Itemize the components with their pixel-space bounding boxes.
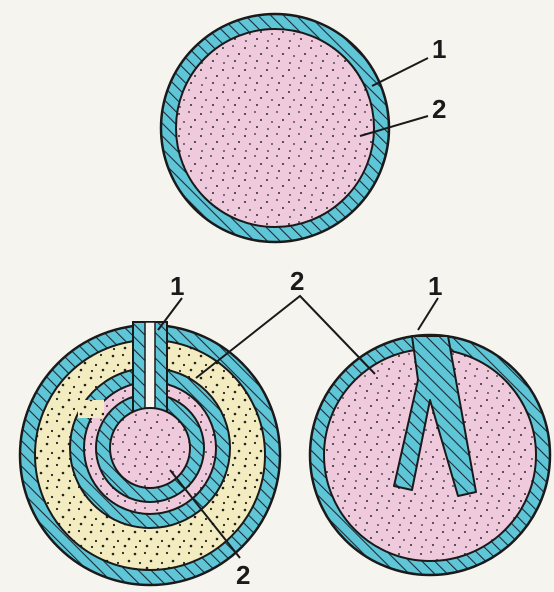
leader-left-membrane (158, 298, 182, 330)
left-cell (20, 322, 280, 585)
left-cell-channel-lumen (145, 322, 155, 418)
label-left-membrane: 1 (170, 271, 184, 301)
label-top-membrane: 1 (432, 34, 446, 64)
right-cell (310, 335, 550, 575)
leader-right-membrane (418, 298, 438, 330)
label-left-inner-content: 2 (236, 560, 250, 590)
left-cell-inner-bulb (110, 408, 190, 488)
label-shared-content: 2 (290, 266, 304, 296)
top-cell (161, 14, 389, 242)
label-top-content: 2 (432, 94, 446, 124)
label-right-membrane: 1 (428, 271, 442, 301)
leader-top-membrane (372, 58, 428, 86)
left-cell-ring-gap (78, 400, 104, 418)
top-cell-cytoplasm (176, 29, 374, 227)
